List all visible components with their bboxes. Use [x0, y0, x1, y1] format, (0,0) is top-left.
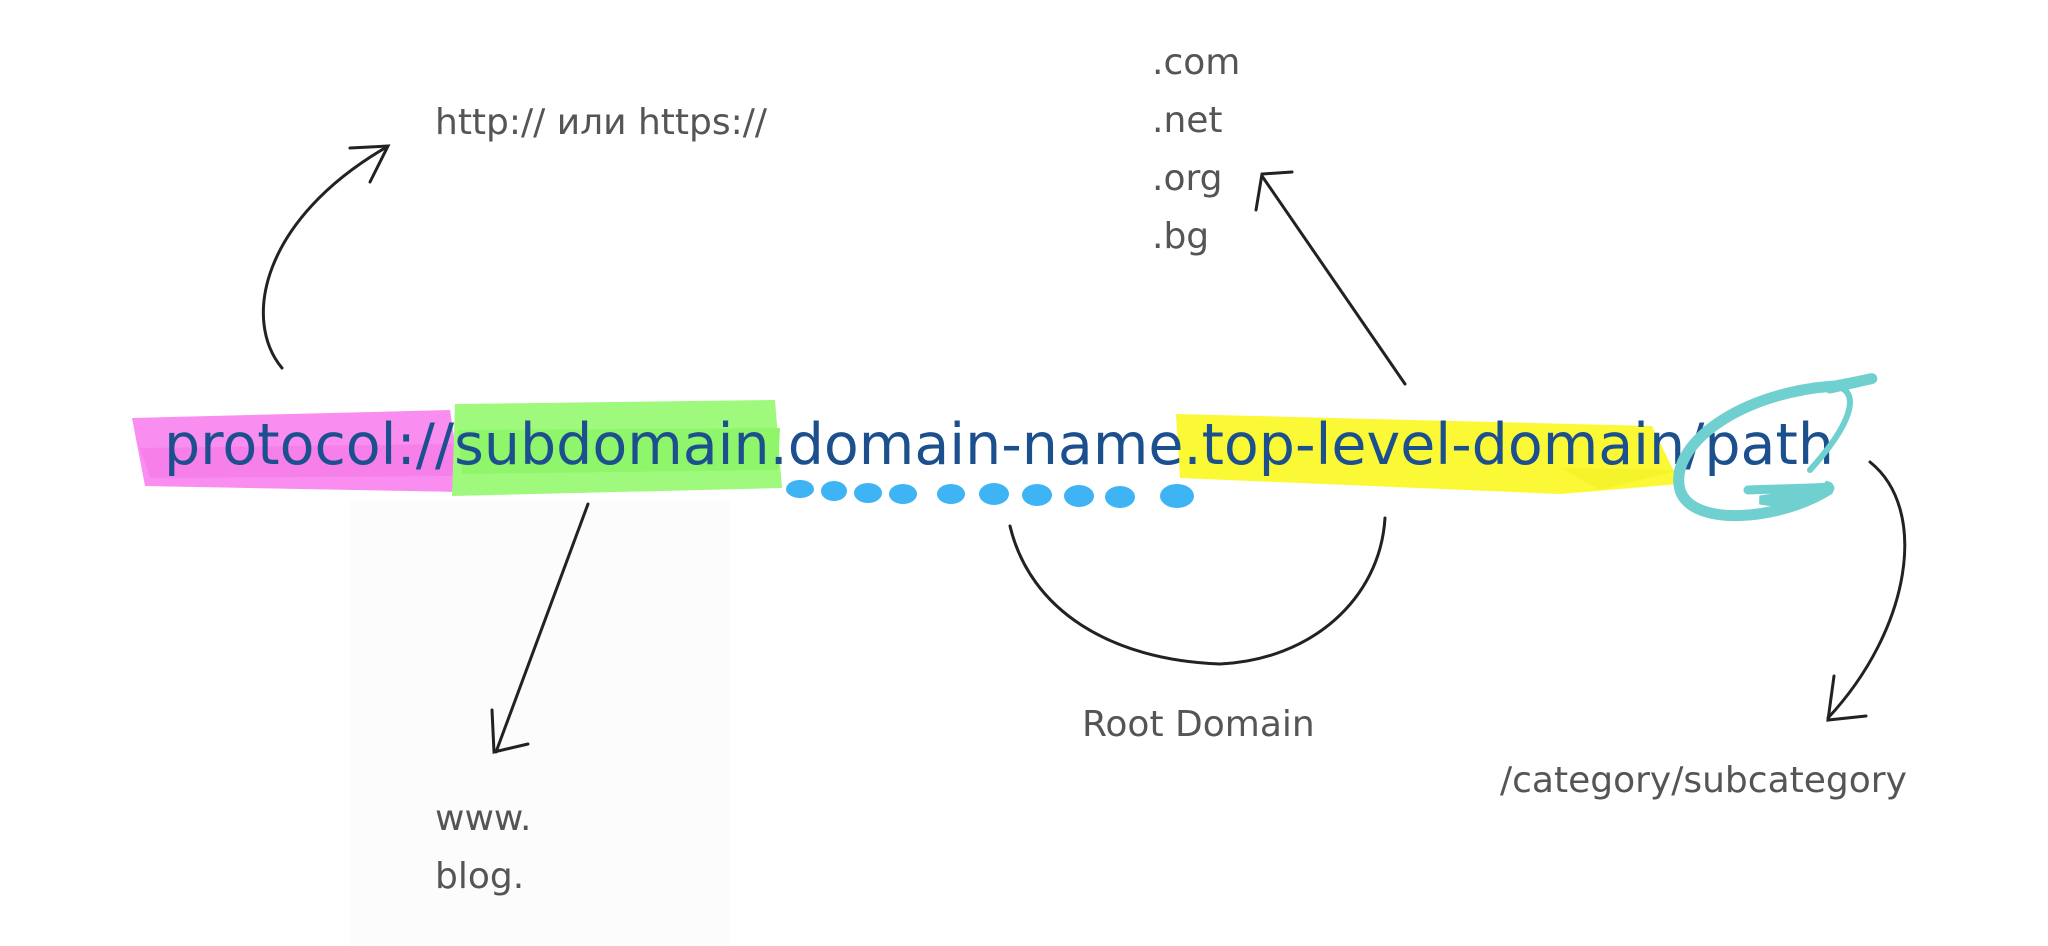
protocol-arrow — [261, 144, 391, 370]
url-top-level-domain: top-level-domain — [1201, 412, 1686, 478]
tld-option: .com — [1152, 42, 1241, 83]
tld-option: .org — [1152, 158, 1223, 199]
domain-name-underline — [786, 480, 1194, 508]
subdomain-options-list: www. blog. — [435, 790, 531, 906]
tld-option: .bg — [1152, 216, 1210, 257]
path-circle — [1673, 373, 1878, 521]
root-domain-bracket — [1008, 516, 1387, 666]
url-dot-1: . — [769, 412, 788, 478]
protocol-label: http:// или https:// — [435, 102, 768, 143]
tld-arrow — [1254, 170, 1407, 386]
url-domain-name: domain-name — [787, 412, 1184, 478]
url-dot-2: . — [1183, 412, 1202, 478]
subdomain-highlight — [452, 400, 782, 496]
subdomain-arrow — [490, 502, 590, 754]
subdomain-option: www. — [435, 798, 532, 839]
tld-option: .net — [1152, 100, 1223, 141]
url-subdomain: subdomain — [454, 412, 770, 478]
url-slash: / — [434, 412, 455, 478]
path-label: /category/subcategory — [1500, 760, 1907, 801]
background-panel — [350, 500, 730, 946]
url-protocol: protocol:/ — [164, 412, 435, 478]
tld-options-list: .com .net .org .bg — [1152, 34, 1240, 266]
subdomain-option: blog. — [435, 856, 525, 897]
path-arrow — [1826, 460, 1907, 722]
root-domain-label: Root Domain — [1082, 704, 1315, 745]
tld-highlight — [1176, 414, 1680, 494]
url-structure-text: protocol://subdomain.domain-name.top-lev… — [164, 410, 1834, 480]
protocol-highlight — [132, 410, 462, 492]
